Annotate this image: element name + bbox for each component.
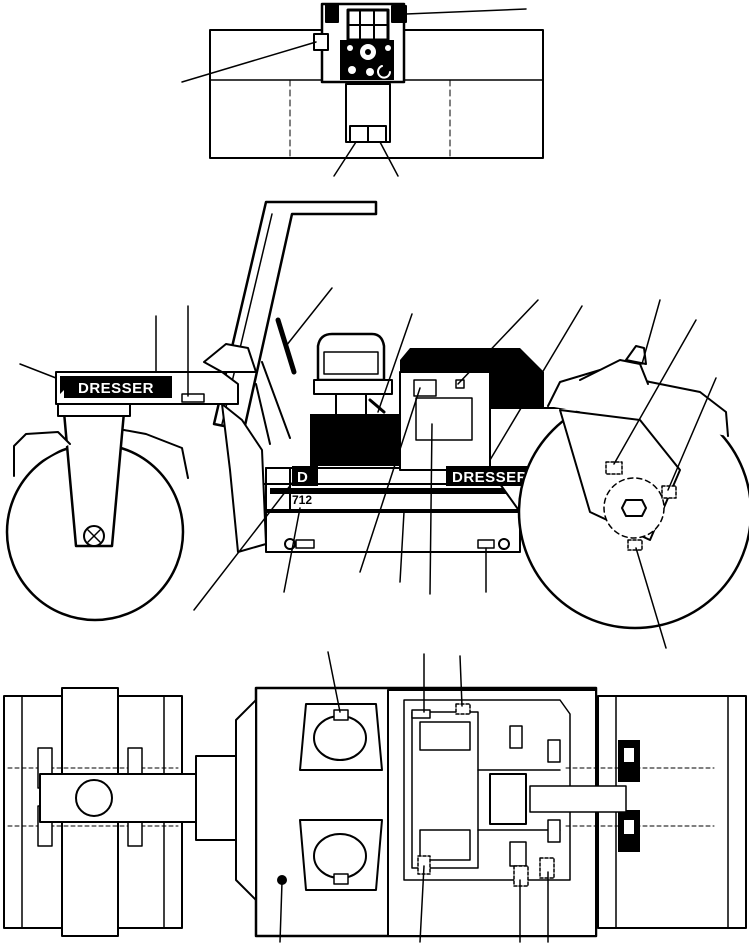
rear-scraper: [547, 369, 729, 437]
operator-deck: [310, 414, 400, 466]
model-label: 712: [292, 493, 312, 507]
callout-plan-3: [459, 655, 463, 707]
rear-hub: [621, 499, 647, 517]
plan-decal-1: [411, 709, 431, 719]
brand-label-rear: DRESSER: [452, 469, 528, 486]
plan-decal-6: [509, 841, 527, 867]
articulation: [221, 403, 267, 553]
callout-plan-5: [419, 865, 425, 943]
callout-side-4: [285, 287, 333, 347]
callout-side-15: [429, 423, 433, 595]
callout-side-1: [19, 363, 57, 379]
seat-base: [313, 379, 393, 395]
brand-label-front: DRESSER: [78, 380, 154, 397]
rear-view: [181, 2, 544, 177]
plan-front-pivot: [75, 779, 113, 817]
front-scraper-right: [123, 429, 189, 479]
callout-side-9: [613, 319, 697, 465]
side-view: DRESSER D 712 xxxxxxxxxxxxxx DRESSER: [5, 200, 749, 649]
lower-frame: [265, 511, 521, 553]
plan-decal-4: [547, 739, 561, 763]
top-view: [3, 651, 747, 943]
front-scraper-left: [13, 431, 71, 477]
plan-decal-2: [455, 703, 471, 715]
callout-side-8: [641, 299, 661, 365]
plan-decal-8: [539, 857, 555, 879]
engine-decal-1: [413, 379, 437, 397]
plan-decal-9: [513, 865, 529, 887]
callout-plan-4: [279, 881, 283, 943]
callout-side-13: [359, 387, 421, 573]
plan-decal-5: [547, 819, 561, 843]
callout-side-6: [457, 299, 539, 385]
callout-rear-top-right: [405, 8, 527, 15]
callout-side-7: [489, 305, 583, 461]
callout-side-10: [667, 377, 717, 491]
rear-decal-a: [605, 461, 623, 475]
callout-side-14: [399, 511, 405, 583]
engine-decal-2: [415, 397, 473, 441]
callout-side-12: [283, 507, 301, 593]
logo-block: [292, 466, 318, 486]
rear-decal-c: [627, 539, 643, 551]
engine-decal-3: [455, 379, 465, 389]
callout-side-17: [635, 547, 667, 649]
callout-rear-bottom-right: [379, 141, 399, 177]
callout-plan-1: [327, 651, 341, 713]
callout-rear-left: [181, 41, 317, 83]
rear-light: [625, 345, 647, 365]
logo-letter: D: [297, 469, 308, 486]
plan-decal-3: [509, 725, 523, 749]
callout-side-11: [193, 477, 297, 611]
callout-side-5: [377, 313, 413, 413]
callout-rear-bottom-left: [333, 141, 357, 177]
front-decal: [181, 393, 205, 403]
